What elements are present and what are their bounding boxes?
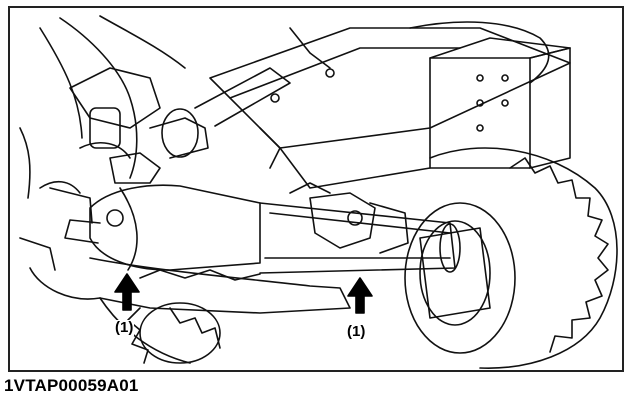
arrow-1-right xyxy=(347,277,373,314)
engine-area-lines xyxy=(19,15,291,199)
drawing-frame: (1) (1) xyxy=(8,6,624,372)
callout-arrows xyxy=(114,273,373,314)
figure-code: 1VTAP00059A01 xyxy=(4,376,139,395)
left-axle-and-tire xyxy=(19,237,351,364)
arrow-1-left xyxy=(114,273,140,311)
driveshaft xyxy=(49,182,461,274)
driveshaft-line-drawing xyxy=(19,15,618,369)
frame-plates xyxy=(209,21,571,189)
right-tire xyxy=(404,147,618,369)
callout-label-1-left: (1) xyxy=(114,319,135,336)
callout-label-1-right: (1) xyxy=(346,323,367,340)
